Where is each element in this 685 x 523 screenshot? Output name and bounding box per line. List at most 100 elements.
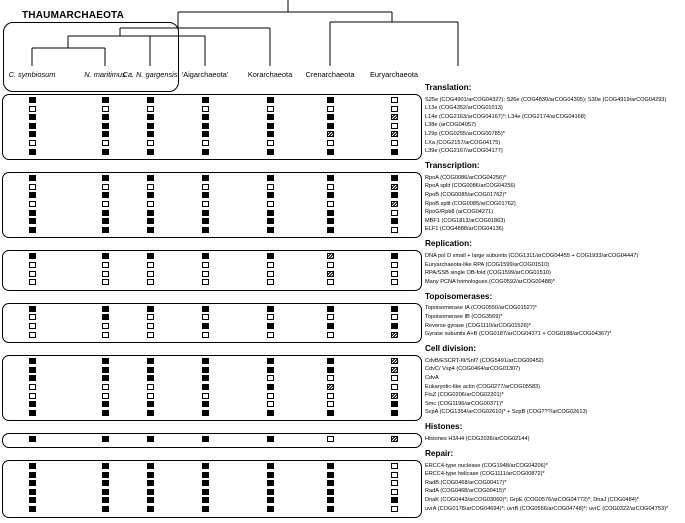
cell-partial bbox=[390, 183, 398, 190]
cell-present bbox=[101, 148, 109, 155]
cell-absent bbox=[201, 279, 209, 286]
cell-present bbox=[266, 305, 274, 312]
taxon-label: Ca. N. gargensis bbox=[122, 70, 178, 79]
cell-present bbox=[146, 175, 154, 182]
gene-label: Histones H3/H4 (COG2036/arCOG02144) bbox=[425, 435, 530, 442]
cell-partial bbox=[326, 384, 334, 390]
cell-present bbox=[201, 175, 209, 182]
group-title: THAUMARCHAEOTA bbox=[22, 10, 125, 21]
cell-absent bbox=[390, 140, 398, 146]
gene-label: ERCC4-type nuclease (COG1948/arCOG04206)… bbox=[425, 462, 548, 469]
cell-present bbox=[146, 97, 154, 103]
cell-absent bbox=[390, 97, 398, 103]
cell-absent bbox=[146, 323, 154, 329]
cell-present bbox=[101, 122, 109, 129]
cell-present bbox=[101, 480, 109, 487]
cell-absent bbox=[201, 392, 209, 399]
gene-label: L29p (COG0255/arCOG00785)* bbox=[425, 130, 505, 137]
cell-present bbox=[101, 226, 109, 233]
cell-present bbox=[390, 253, 398, 260]
cell-absent bbox=[326, 436, 334, 443]
cell-absent bbox=[326, 314, 334, 321]
cell-present bbox=[101, 218, 109, 225]
cell-absent bbox=[28, 279, 36, 286]
cell-present bbox=[326, 175, 334, 182]
gene-label: Eukaryotic-like actin (COG0277/arCOG0558… bbox=[425, 383, 541, 390]
cell-present bbox=[266, 358, 274, 365]
cell-partial bbox=[326, 270, 334, 277]
cell-absent bbox=[326, 105, 334, 112]
cell-present bbox=[101, 314, 109, 321]
cell-absent bbox=[390, 463, 398, 469]
cell-present bbox=[390, 305, 398, 312]
cell-absent bbox=[28, 105, 36, 112]
cell-present bbox=[326, 114, 334, 121]
cell-present bbox=[326, 409, 334, 416]
cell-absent bbox=[266, 375, 274, 382]
gene-label: L38e (arCOG04057) bbox=[425, 122, 476, 129]
cell-absent bbox=[266, 314, 274, 321]
cell-present bbox=[101, 192, 109, 199]
cell-absent bbox=[390, 122, 398, 129]
cell-absent bbox=[28, 331, 36, 338]
cell-present bbox=[201, 131, 209, 138]
cell-present bbox=[28, 471, 36, 478]
cell-present bbox=[28, 358, 36, 365]
cell-present bbox=[101, 401, 109, 408]
cell-absent bbox=[390, 480, 398, 487]
cell-present bbox=[266, 409, 274, 416]
taxon-label: N. maritimus bbox=[84, 70, 126, 79]
section-panel bbox=[2, 460, 422, 518]
cell-present bbox=[326, 305, 334, 312]
gene-label: RpoB (COG0085/arCOG01762)* bbox=[425, 191, 507, 198]
cell-absent bbox=[146, 314, 154, 321]
cell-present bbox=[146, 488, 154, 495]
cell-present bbox=[201, 218, 209, 225]
cell-present bbox=[146, 366, 154, 373]
cell-present bbox=[201, 436, 209, 443]
cell-present bbox=[266, 506, 274, 512]
cell-present bbox=[28, 209, 36, 216]
cell-partial bbox=[390, 201, 398, 207]
cell-present bbox=[266, 131, 274, 138]
cell-present bbox=[28, 409, 36, 416]
cell-absent bbox=[390, 209, 398, 216]
cell-present bbox=[28, 218, 36, 225]
cell-absent bbox=[201, 183, 209, 190]
section-title: Replication: bbox=[425, 239, 472, 249]
cell-absent bbox=[28, 270, 36, 277]
cell-present bbox=[266, 226, 274, 233]
cell-present bbox=[266, 488, 274, 495]
gene-label: ERCC4-type helicase (COG1111/arCOG00872)… bbox=[425, 471, 545, 478]
cell-absent bbox=[326, 262, 334, 268]
cell-present bbox=[28, 305, 36, 312]
cell-present bbox=[28, 480, 36, 487]
section-title: Cell division: bbox=[425, 344, 476, 354]
cell-present bbox=[326, 226, 334, 233]
cell-present bbox=[146, 401, 154, 408]
cell-present bbox=[146, 122, 154, 129]
cell-absent bbox=[146, 270, 154, 277]
cell-present bbox=[28, 253, 36, 260]
cell-present bbox=[146, 148, 154, 155]
cell-absent bbox=[326, 392, 334, 399]
taxon-label: Crenarchaeota bbox=[305, 70, 355, 79]
gene-label: DNA pol D small + large subunits (COG131… bbox=[425, 252, 639, 259]
cell-absent bbox=[101, 270, 109, 277]
gene-label: ELF1 (COG4888/arCOG04136) bbox=[425, 226, 504, 233]
gene-label: RadA (COG0468/arCOG00415)* bbox=[425, 488, 507, 495]
cell-present bbox=[146, 305, 154, 312]
cell-present bbox=[146, 463, 154, 469]
cell-present bbox=[201, 209, 209, 216]
cell-absent bbox=[390, 262, 398, 268]
cell-present bbox=[146, 506, 154, 512]
cell-present bbox=[201, 114, 209, 121]
cell-present bbox=[266, 480, 274, 487]
cell-absent bbox=[101, 331, 109, 338]
cell-absent bbox=[326, 401, 334, 408]
cell-absent bbox=[201, 201, 209, 207]
cell-present bbox=[146, 192, 154, 199]
cell-present bbox=[390, 192, 398, 199]
cell-present bbox=[326, 323, 334, 329]
cell-absent bbox=[28, 314, 36, 321]
